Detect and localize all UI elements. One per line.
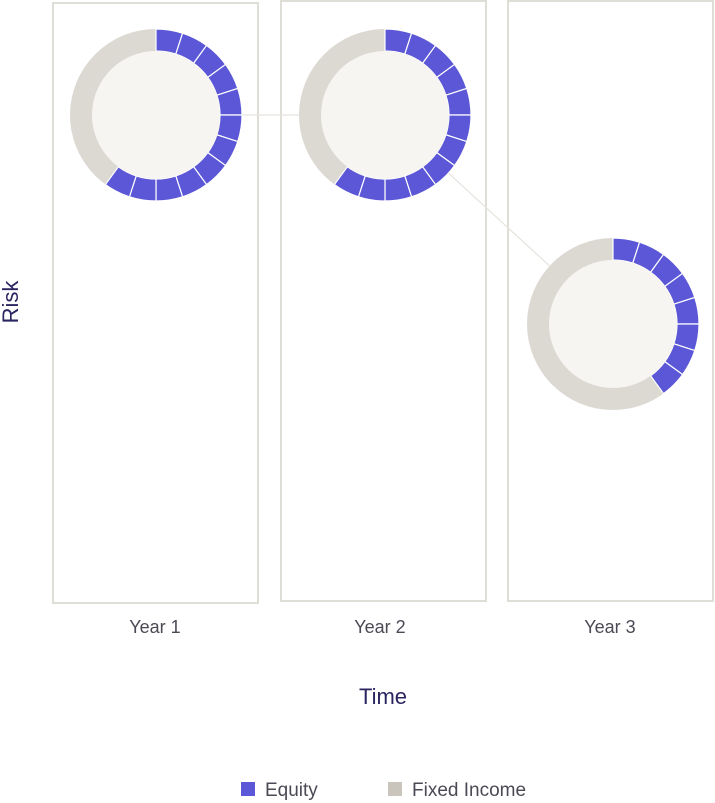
panel-year-3 <box>507 0 714 602</box>
connector-line <box>447 172 551 267</box>
donut-group <box>70 28 700 410</box>
x-axis-label: Time <box>359 684 407 709</box>
y-axis-label: Risk <box>0 280 23 324</box>
donut-year-3 <box>527 237 700 410</box>
panel-year-1 <box>52 2 259 604</box>
x-tick-label-year-3: Year 3 <box>584 617 635 637</box>
donut-hole <box>321 51 449 179</box>
donut-year-2 <box>299 28 472 202</box>
donut-hole <box>92 51 220 179</box>
x-tick-label-year-1: Year 1 <box>129 617 180 637</box>
connector-lines <box>242 114 551 267</box>
x-tick-label-year-2: Year 2 <box>354 617 405 637</box>
legend-label-fixed-income: Fixed Income <box>412 780 526 801</box>
legend-swatch-fixed-income <box>388 782 402 796</box>
legend: Equity Fixed Income <box>241 780 526 801</box>
legend-label-equity: Equity <box>265 780 318 801</box>
donut-year-1 <box>70 28 243 202</box>
legend-swatch-equity <box>241 782 255 796</box>
panel-year-2 <box>280 0 487 602</box>
donut-hole <box>549 260 677 388</box>
